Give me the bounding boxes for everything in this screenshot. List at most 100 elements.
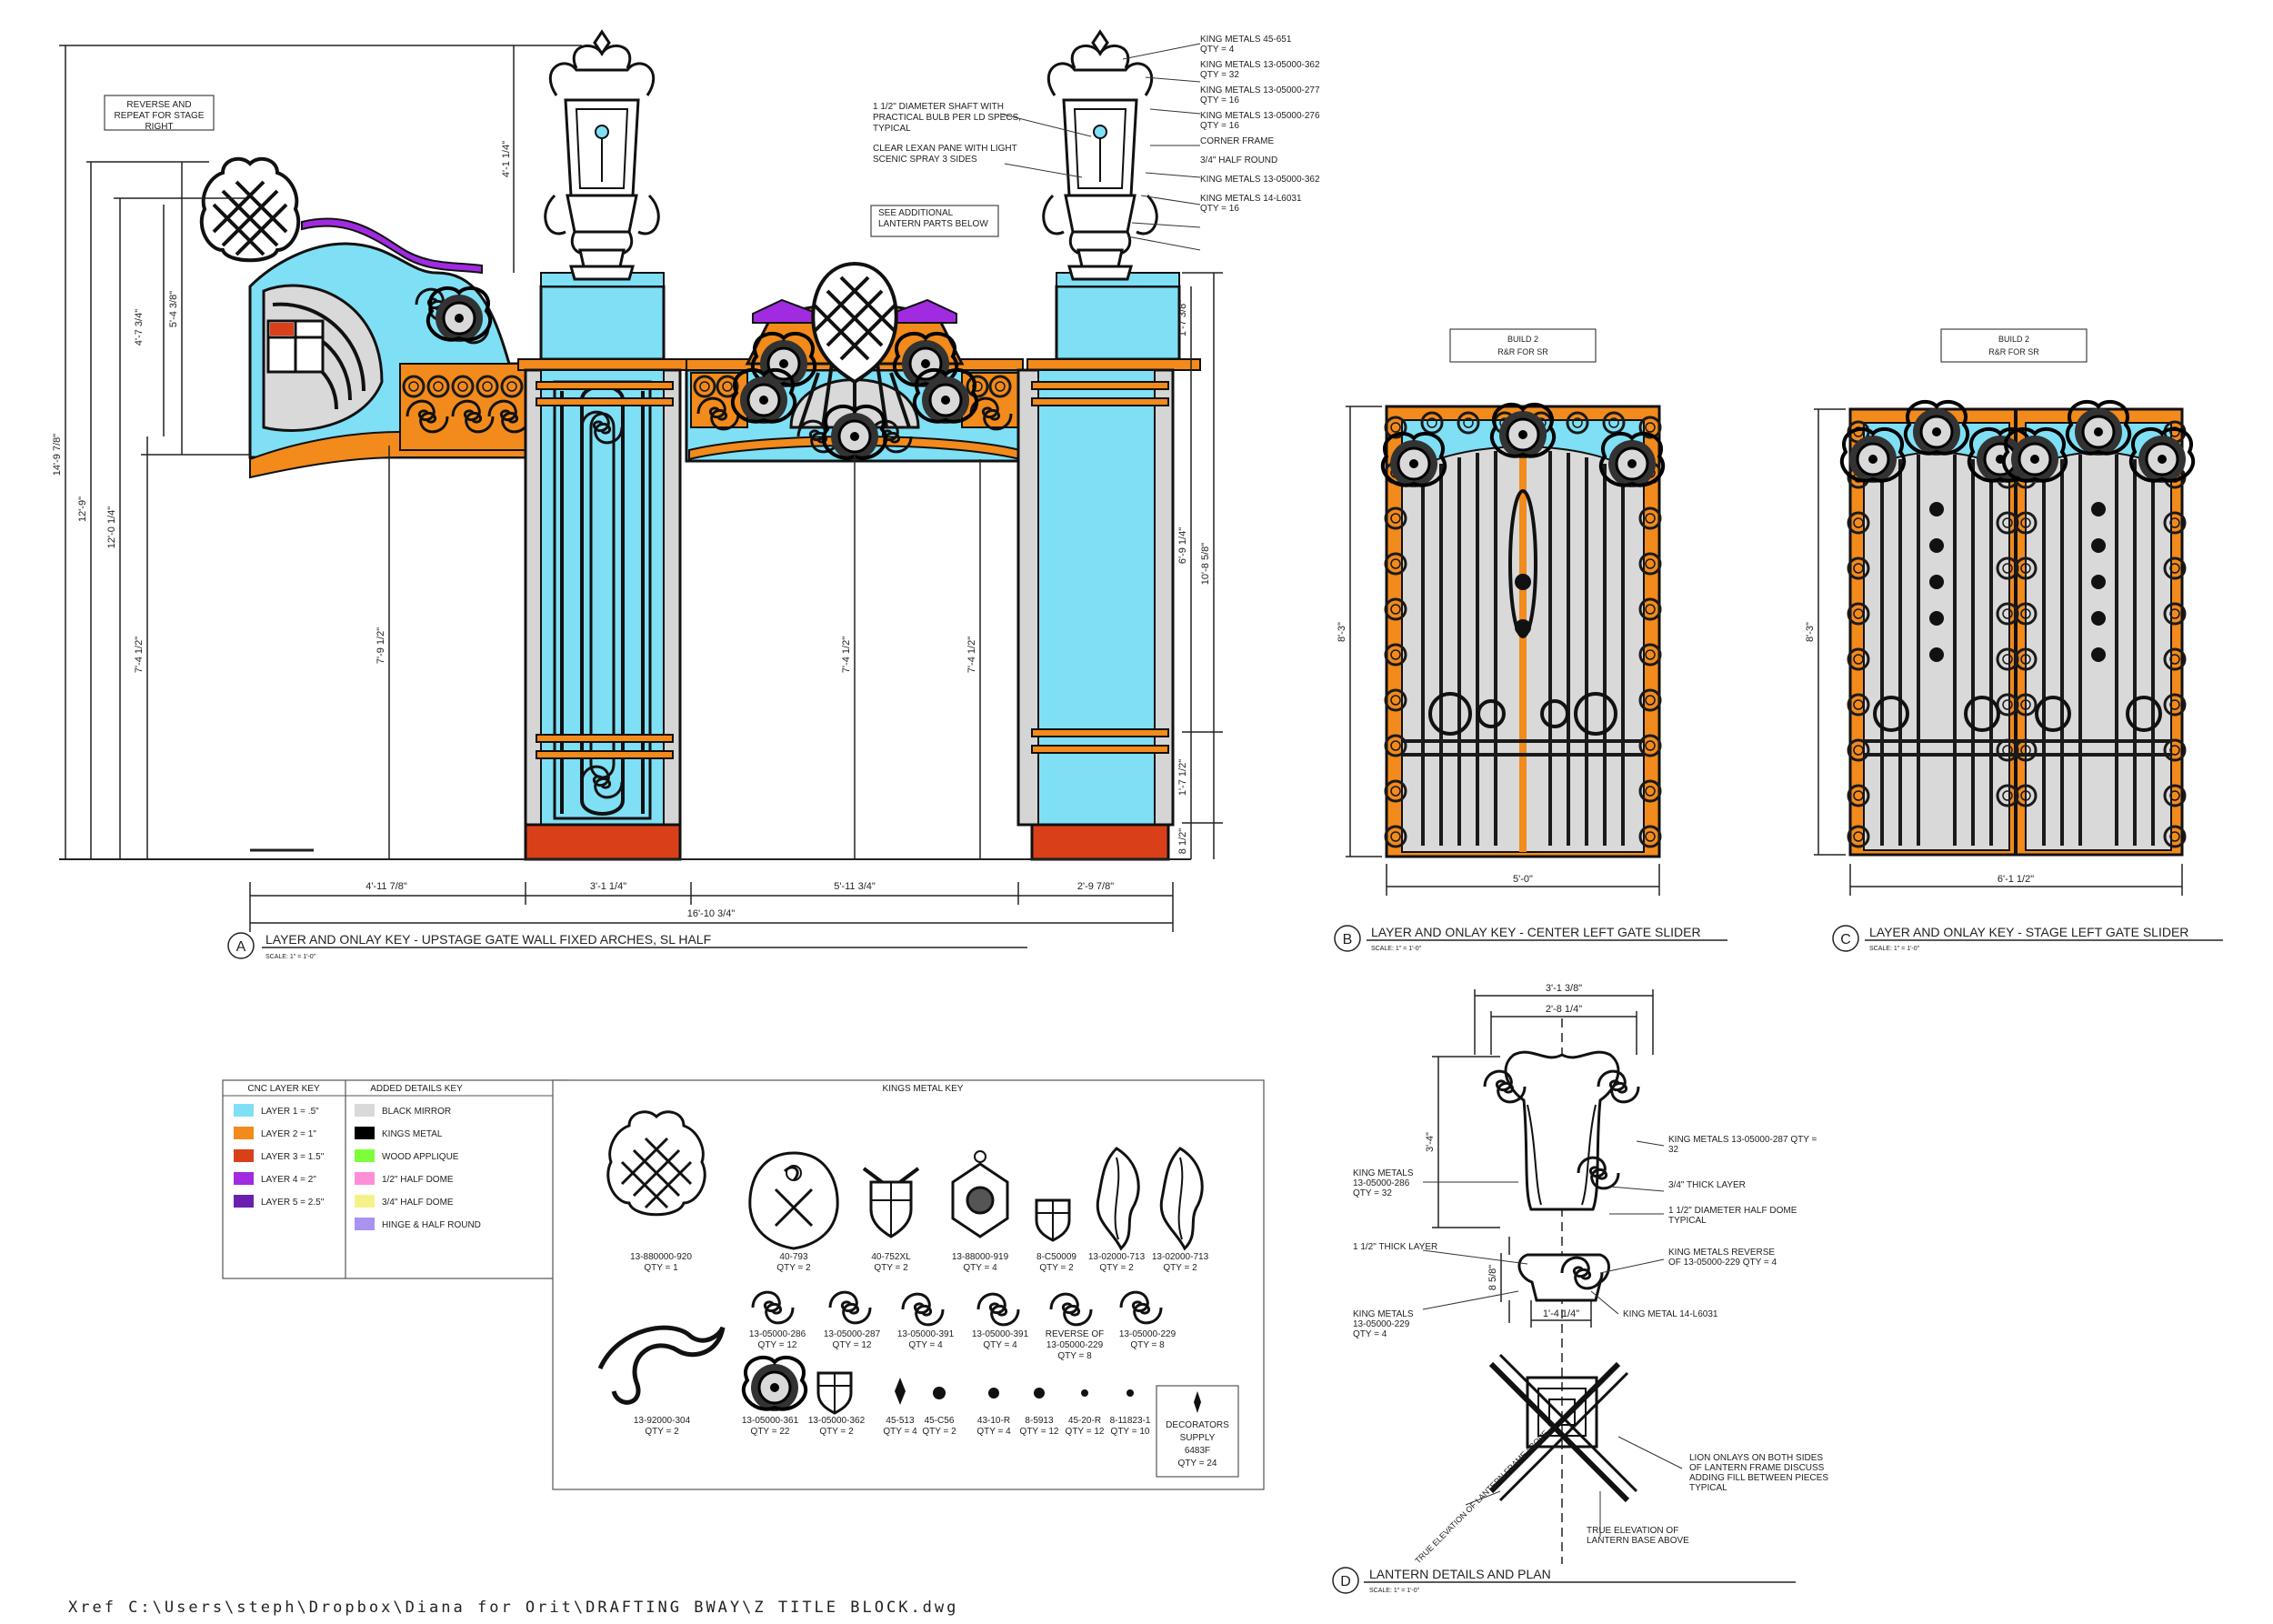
view-b-height: 8'-3" [1337, 622, 1347, 642]
lantern-note-shaft: 1 1/2" DIAMETER SHAFT WITH PRACTICAL BUL… [873, 102, 1022, 134]
view-c-label: C [1840, 932, 1851, 947]
kings-part-number: REVERSE OF [1046, 1329, 1104, 1339]
view-a-label: A [236, 939, 246, 955]
dim-inner-7-4-center: 7'-4 1/2" [841, 637, 852, 673]
kings-part-number: 40-752XL [871, 1252, 911, 1262]
lantern-plan [1488, 1353, 1638, 1503]
kings-part-number: 8-5913 [1025, 1416, 1054, 1426]
view-a-dimension-lines [59, 45, 1223, 932]
kings-part-number: 43-10-R [977, 1416, 1010, 1426]
see-note-box [870, 205, 999, 237]
kings-part-qty: QTY = 12 [1066, 1427, 1105, 1437]
dim-lantern-height: 4'-1 1/4" [501, 141, 512, 177]
view-c-build-box [1940, 328, 2088, 363]
kings-part-qty: QTY = 8 [1057, 1351, 1092, 1361]
kings-part-number: 45-20-R [1068, 1416, 1101, 1426]
added-key-item: 3/4" HALF DOME [382, 1198, 454, 1208]
view-c-rr: R&R FOR SR [1988, 347, 2039, 356]
reverse-note-box [104, 95, 215, 131]
right-column [1016, 272, 1201, 861]
view-b-rr: R&R FOR SR [1497, 347, 1548, 356]
cnc-key-item: LAYER 3 = 1.5" [261, 1152, 325, 1162]
kings-part-number: 13-880000-920 [630, 1252, 692, 1262]
layer-key-tables: CNC LAYER KEY ADDED DETAILS KEY LAYER 1 … [222, 1079, 569, 1279]
dim-right-10-8: 10'-8 5/8" [1200, 543, 1211, 585]
kings-part-qty: QTY = 4 [983, 1340, 1017, 1350]
dim-height-12-9: 12'-9" [77, 496, 88, 522]
dim-d-base-height: 8 5/8" [1487, 1265, 1498, 1290]
dim-height-12-0: 12'-0 1/4" [106, 506, 117, 548]
callout-d-286: KING METALS 13-05000-286 QTY = 32 [1353, 1168, 1414, 1198]
dim-inner-7-9: 7'-9 1/2" [375, 627, 386, 664]
view-c-width: 6'-1 1/2" [1998, 874, 2034, 885]
lantern-note-lexan: CLEAR LEXAN PANE WITH LIGHT SCENIC SPRAY… [873, 144, 1017, 165]
dim-height-4-7: 4'-7 3/4" [134, 309, 145, 346]
cnc-swatch [234, 1127, 254, 1139]
added-swatch [355, 1149, 375, 1162]
dim-d-outer: 3'-1 3/8" [1546, 983, 1582, 994]
callout-d-l6031: KING METAL 14-L6031 [1623, 1309, 1718, 1319]
view-c-title: LAYER AND ONLAY KEY - STAGE LEFT GATE SL… [1869, 925, 2188, 939]
kings-part-qty: QTY = 2 [1039, 1263, 1074, 1273]
lantern-callout-qty: QTY = 32 [1200, 70, 1239, 80]
kings-part-number: 13-05000-286 [749, 1329, 806, 1339]
added-swatch [355, 1172, 375, 1185]
view-a-dimension-texts: 14'-9 7/8" 12'-9" 12'-0 1/4" 7'-4 1/2" 4… [52, 141, 1211, 919]
view-d-scale: SCALE: 1" = 1'-0" [1369, 1588, 1420, 1594]
kings-part-number: 40-793 [779, 1252, 808, 1262]
cnc-key-item: LAYER 4 = 2" [261, 1175, 316, 1185]
kings-part-number: 13-05000-391 [972, 1329, 1029, 1339]
kings-part-qty: QTY = 22 [751, 1427, 790, 1437]
added-swatch [355, 1218, 375, 1230]
center-arch [685, 262, 1025, 463]
view-b-build-box [1449, 328, 1597, 363]
dim-d-inner: 2'-8 1/4" [1546, 1004, 1582, 1015]
dim-bottom-5-11: 5'-11 3/4" [834, 881, 876, 892]
kings-part-qty: QTY = 12 [1020, 1427, 1059, 1437]
left-arch-purple-cap [301, 217, 483, 275]
kings-part-qty: QTY = 2 [1099, 1263, 1134, 1273]
dim-right-1-7-top: 1'-7 3/8" [1177, 300, 1188, 336]
kings-part-number: 13-05000-391 [897, 1329, 955, 1339]
kings-part-number: 13-02000-713 [1152, 1252, 1209, 1262]
kings-part-number: 13-05000-229 [1046, 1340, 1104, 1350]
dim-height-5-4: 5'-4 3/8" [168, 291, 179, 327]
view-b-scale: SCALE: 1" = 1'-0" [1371, 946, 1422, 952]
added-swatch [355, 1195, 375, 1208]
added-swatch [355, 1127, 375, 1139]
cnc-swatch [234, 1195, 254, 1208]
view-b-title: LAYER AND ONLAY KEY - CENTER LEFT GATE S… [1371, 925, 1701, 939]
view-a-scale: SCALE: 1" = 1'-0" [265, 954, 316, 960]
kings-part-qty: QTY = 4 [976, 1427, 1011, 1437]
view-d-lantern-details: 3'-1 3/8" 2'-8 1/4" 3'-4" 8 5/8" 1'-4 1/… [1332, 983, 1828, 1594]
added-key-item: WOOD APPLIQUE [382, 1152, 459, 1162]
kings-part-number: 13-05000-362 [808, 1416, 866, 1426]
decorators-line-4: QTY = 24 [1178, 1459, 1217, 1469]
kings-part-qty: QTY = 8 [1130, 1340, 1165, 1350]
dim-height-7-4-left: 7'-4 1/2" [134, 637, 145, 673]
callout-d-thick-3-4: 3/4" THICK LAYER [1668, 1180, 1746, 1190]
lantern-callout-name: KING METALS 13-05000-276 [1200, 111, 1320, 121]
callout-d-half-dome: 1 1/2" DIAMETER HALF DOME TYPICAL [1668, 1206, 1797, 1226]
kings-part-number: 13-05000-229 [1119, 1329, 1177, 1339]
view-c-elevation: BUILD 2 R&R FOR SR 8'-3 [1805, 328, 2223, 952]
cnc-key-item: LAYER 2 = 1" [261, 1129, 316, 1139]
kings-part-qty: QTY = 12 [758, 1340, 797, 1350]
